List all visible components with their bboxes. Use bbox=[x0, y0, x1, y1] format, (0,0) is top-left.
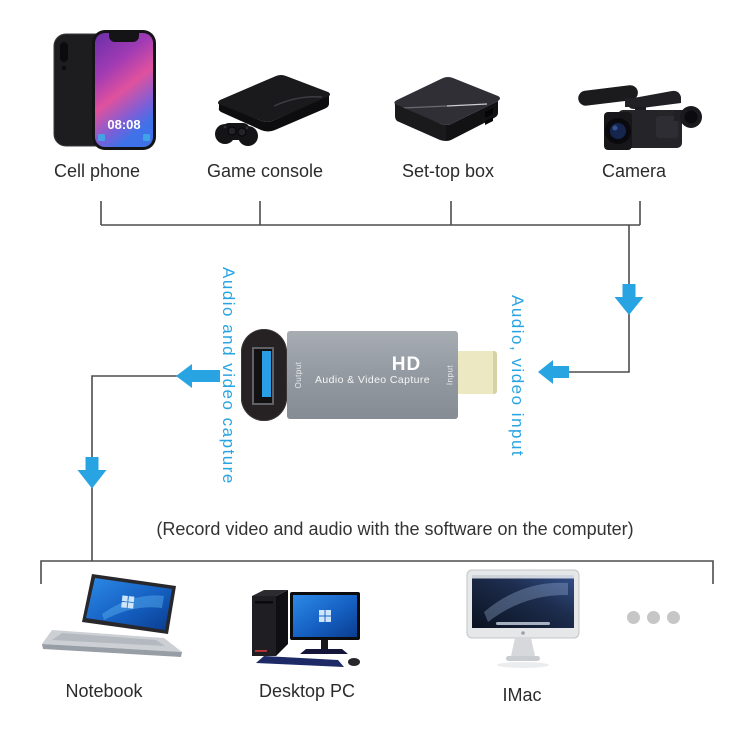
phone-screen bbox=[95, 33, 153, 147]
camera-image bbox=[578, 85, 702, 150]
record-note: (Record video and audio with the softwar… bbox=[156, 519, 634, 539]
hdmi-input-connector bbox=[458, 351, 497, 394]
left-left-arrow-icon bbox=[176, 364, 220, 388]
imac-label: IMac bbox=[502, 685, 542, 705]
camera-microphone bbox=[578, 85, 638, 106]
capture-card-body: Output HD Audio & Video Capture Input bbox=[287, 331, 458, 419]
cell-phone-label: Cell phone bbox=[53, 161, 141, 181]
ellipsis-dot bbox=[667, 611, 680, 624]
camera-label: Camera bbox=[601, 161, 667, 181]
right-left-arrow-icon bbox=[538, 360, 569, 384]
pc-monitor-screen bbox=[293, 595, 357, 637]
usb3-blue-tab bbox=[262, 351, 271, 397]
right-flow-annotation: Audio, video input bbox=[508, 295, 527, 458]
game-console-image bbox=[215, 75, 330, 146]
usb-output-connector bbox=[241, 329, 287, 421]
input-port-label: Input bbox=[445, 364, 455, 386]
game-controller bbox=[215, 123, 258, 146]
notebook-label: Notebook bbox=[65, 681, 143, 701]
desktop-pc-image bbox=[252, 590, 360, 667]
phone-clock: 08:08 bbox=[107, 117, 140, 132]
phone-notch bbox=[109, 33, 139, 42]
pc-mouse bbox=[348, 658, 360, 666]
camera-handle bbox=[628, 90, 681, 109]
hd-logo: HD bbox=[391, 354, 422, 375]
imac-image bbox=[466, 569, 580, 668]
top-bracket-line bbox=[100, 201, 641, 226]
cell-phone-image: 08:08 bbox=[53, 30, 156, 150]
ellipsis-dot bbox=[647, 611, 660, 624]
left-flow-annotation: Audio and video capture bbox=[219, 267, 238, 485]
set-top-box-label: Set-top box bbox=[401, 161, 495, 181]
pc-keyboard bbox=[256, 656, 344, 667]
right-down-arrow-icon bbox=[614, 284, 644, 315]
game-console-label: Game console bbox=[206, 161, 324, 181]
imac-screen bbox=[472, 575, 574, 628]
bottom-bracket-line bbox=[40, 560, 714, 584]
left-down-arrow-icon bbox=[77, 457, 107, 489]
imac-stand bbox=[511, 638, 535, 656]
notebook-image bbox=[42, 574, 182, 657]
set-top-box-image bbox=[394, 77, 500, 141]
right-flow-line bbox=[548, 225, 630, 373]
desktop-pc-label: Desktop PC bbox=[258, 681, 356, 701]
more-devices-ellipsis bbox=[627, 611, 680, 624]
pc-tower bbox=[252, 596, 276, 656]
left-flow-line bbox=[91, 375, 182, 561]
ellipsis-dot bbox=[627, 611, 640, 624]
capture-card-title: Audio & Video Capture bbox=[314, 374, 431, 386]
usb-port bbox=[252, 347, 274, 405]
